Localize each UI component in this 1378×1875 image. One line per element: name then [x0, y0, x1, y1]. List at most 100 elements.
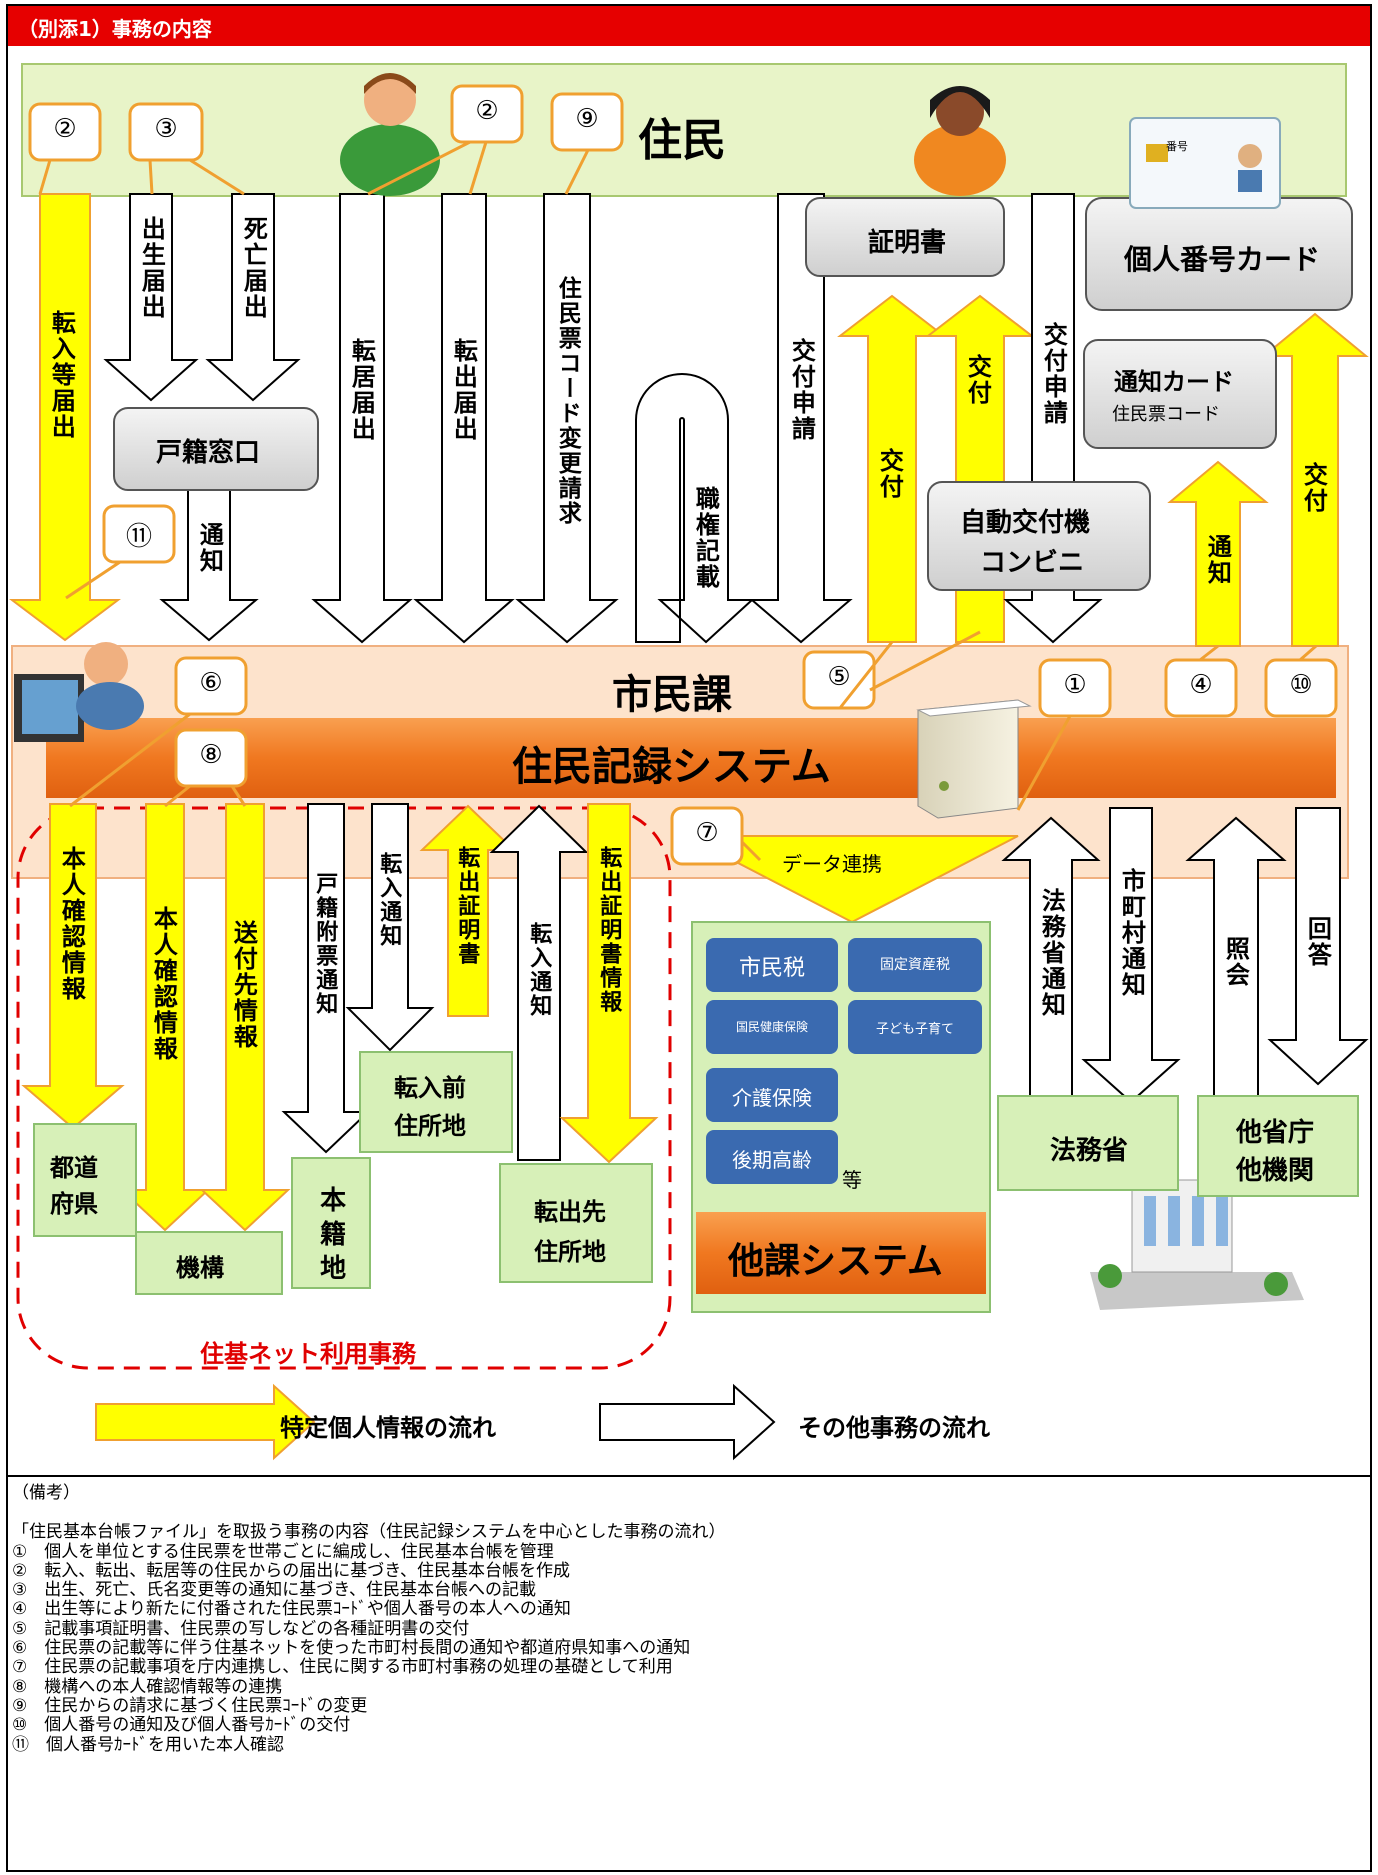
- arrow-honnin1: [21, 803, 125, 1130]
- arrow-data-renkei: [685, 835, 1019, 924]
- notice-card-label1: 通知カード: [1114, 368, 1234, 396]
- marker-7: ⑦: [695, 818, 719, 848]
- sys-label-kodomo: 子ども子育て: [875, 1022, 954, 1037]
- legend-white-arrow: [599, 1383, 776, 1461]
- label-tennyu-tsuchi2: 転入通知: [526, 922, 552, 1018]
- sys-label-shiminzei: 市民税: [738, 956, 805, 981]
- note-item: ⑨ 住民からの請求に基づく住民票ｺｰﾄﾞの変更: [12, 1695, 368, 1716]
- arrow-kaito: [1267, 807, 1369, 1086]
- note-item: ⑥ 住民票の記載等に伴う住基ネットを使った市町村長間の通知や都道府県知事への通知: [12, 1638, 691, 1659]
- arrow-shokken: [635, 373, 755, 644]
- sys-label-kaigo: 介護保険: [732, 1086, 812, 1110]
- staff-figure: [14, 642, 144, 742]
- note-item: ⑦ 住民票の記載事項を庁内連携し、住民に関する市町村事務の処理の基礎として利用: [12, 1657, 673, 1678]
- arrow-kofu-shinsei2: [1003, 193, 1103, 644]
- arrow-tenshutsu-joho: [559, 803, 659, 1164]
- label-honnin2: 本人確認情報: [149, 906, 178, 1062]
- tennyumae-box: [359, 1051, 513, 1153]
- arrow-kofu1: [837, 294, 947, 643]
- page-frame: [6, 4, 1372, 1872]
- sys-label-kouki: 後期高齢: [732, 1148, 812, 1172]
- marker-4: ④: [1189, 670, 1213, 700]
- dest-todofuken: 都道府県: [50, 1154, 98, 1218]
- other-systems-bar: [696, 1212, 986, 1294]
- label-kofu-shinsei1: 交付申請: [787, 338, 816, 442]
- notes-heading: （備考）: [12, 1483, 80, 1503]
- tashocho-box: [1197, 1095, 1359, 1197]
- marker-3: ③: [154, 114, 178, 144]
- certificate-label: 証明書: [868, 228, 947, 258]
- mynumber-card-image: [1129, 117, 1281, 209]
- label-data-renkei: データ連携: [782, 852, 882, 876]
- note-item: ⑪ 個人番号ｶｰﾄﾞを用いた本人確認: [12, 1734, 284, 1755]
- label-kofu-shinsei2: 交付申請: [1039, 322, 1068, 426]
- arrow-shokai: [1185, 816, 1287, 1101]
- label-tenshutsu: 転出届出: [449, 338, 478, 442]
- arrow-tsuchi1: [159, 487, 259, 642]
- resident-woman-figure: [914, 86, 1006, 196]
- legend-other: その他事務の流れ: [798, 1414, 990, 1442]
- certificate-box: [805, 197, 1005, 277]
- sys-item-kodomo: [848, 1000, 982, 1054]
- dest-tenshutsusaki1: 転出先: [534, 1198, 606, 1226]
- government-building-icon: [1090, 1179, 1304, 1310]
- dest-tennyumae1: 転入前: [394, 1074, 466, 1102]
- note-item: ③ 出生、死亡、氏名変更等の通知に基づき、住民基本台帳への記載: [12, 1580, 537, 1601]
- dest-tashocho1: 他省庁: [1236, 1118, 1315, 1148]
- arrow-sofusaki: [199, 803, 291, 1232]
- system-bar: [46, 718, 1336, 798]
- dest-tenshutsusaki2: 住所地: [534, 1238, 606, 1266]
- residents-band: [21, 63, 1347, 197]
- notice-card-box: [1083, 339, 1277, 449]
- marker-callouts: [28, 84, 1338, 866]
- sys-label-etc: 等: [842, 1168, 862, 1192]
- dest-homusho: 法務省: [1050, 1136, 1129, 1166]
- server-icon-main: [916, 699, 1032, 819]
- notes-intro: 「住民基本台帳ファイル」を取扱う事務の内容（住民記録システムを中心とした事務の流…: [12, 1522, 726, 1543]
- label-tennyu-tsuchi1: 転入通知: [376, 852, 402, 948]
- label-koseki-fuhyo: 戸籍附票通知: [312, 872, 338, 1016]
- marker-11: ⑪: [125, 522, 152, 552]
- marker-2b: ②: [475, 96, 499, 126]
- marker-2a: ②: [53, 114, 77, 144]
- dest-tashocho2: 他機関: [1236, 1156, 1315, 1186]
- sys-item-shiminzei: [706, 938, 838, 992]
- label-tenshutsu-joho: 転出証明書情報: [596, 846, 622, 1014]
- kiosk-box: [927, 481, 1151, 591]
- shiminka-label: 市民課: [612, 672, 732, 718]
- homusho-box: [997, 1095, 1179, 1191]
- arrow-shibou: [205, 193, 301, 402]
- mynumber-card-label: 個人番号カード: [1124, 243, 1321, 276]
- arrow-koseki-fuhyo: [281, 803, 371, 1154]
- marker-9: ⑨: [575, 104, 599, 134]
- arrow-tenshutsu: [413, 193, 515, 644]
- title-bar: [8, 6, 1370, 46]
- kiosk-label1: 自動交付機: [960, 508, 1091, 538]
- sys-item-kotei: [848, 938, 982, 992]
- label-honnin1: 本人確認情報: [57, 846, 86, 1002]
- label-shokken: 職権記載: [691, 486, 720, 590]
- arrow-kofu3: [1261, 312, 1369, 647]
- arrow-tenshutsu-shomeisho: [419, 804, 517, 1017]
- dest-tennyumae2: 住所地: [394, 1112, 466, 1140]
- sys-item-kokuho: [706, 1000, 838, 1054]
- marker-pointers: [38, 140, 1317, 862]
- arrow-honnin2: [119, 803, 211, 1232]
- arrow-shichoson-tsuchi: [1081, 807, 1181, 1104]
- resident-man-figure: [340, 73, 440, 196]
- marker-5: ⑤: [827, 662, 851, 692]
- arrow-code-change: [515, 193, 619, 644]
- kiosk-label2: コンビニ: [980, 548, 1085, 578]
- label-shichoson-tsuchi: 市町村通知: [1117, 868, 1146, 998]
- note-item: ④ 出生等により新たに付番された住民票ｺｰﾄﾞや個人番号の本人への通知: [12, 1599, 571, 1620]
- arrow-homusho-tsuchi: [1001, 816, 1101, 1101]
- arrow-tennyu-tsuchi1: [345, 803, 435, 1052]
- label-kaito: 回答: [1303, 916, 1332, 968]
- label-code-change: 住民票コード変更請求: [554, 276, 581, 526]
- note-item: ⑤ 記載事項証明書、住民票の写しなどの各種証明書の交付: [12, 1618, 470, 1639]
- koseki-window-box: [113, 407, 319, 491]
- marker-10: ⑩: [1289, 670, 1313, 700]
- card-image-text: 番号: [1166, 140, 1188, 153]
- kikou-box: [135, 1231, 283, 1295]
- notes-section: （備考） 「住民基本台帳ファイル」を取扱う事務の内容（住民記録システムを中心とし…: [12, 1483, 1352, 1755]
